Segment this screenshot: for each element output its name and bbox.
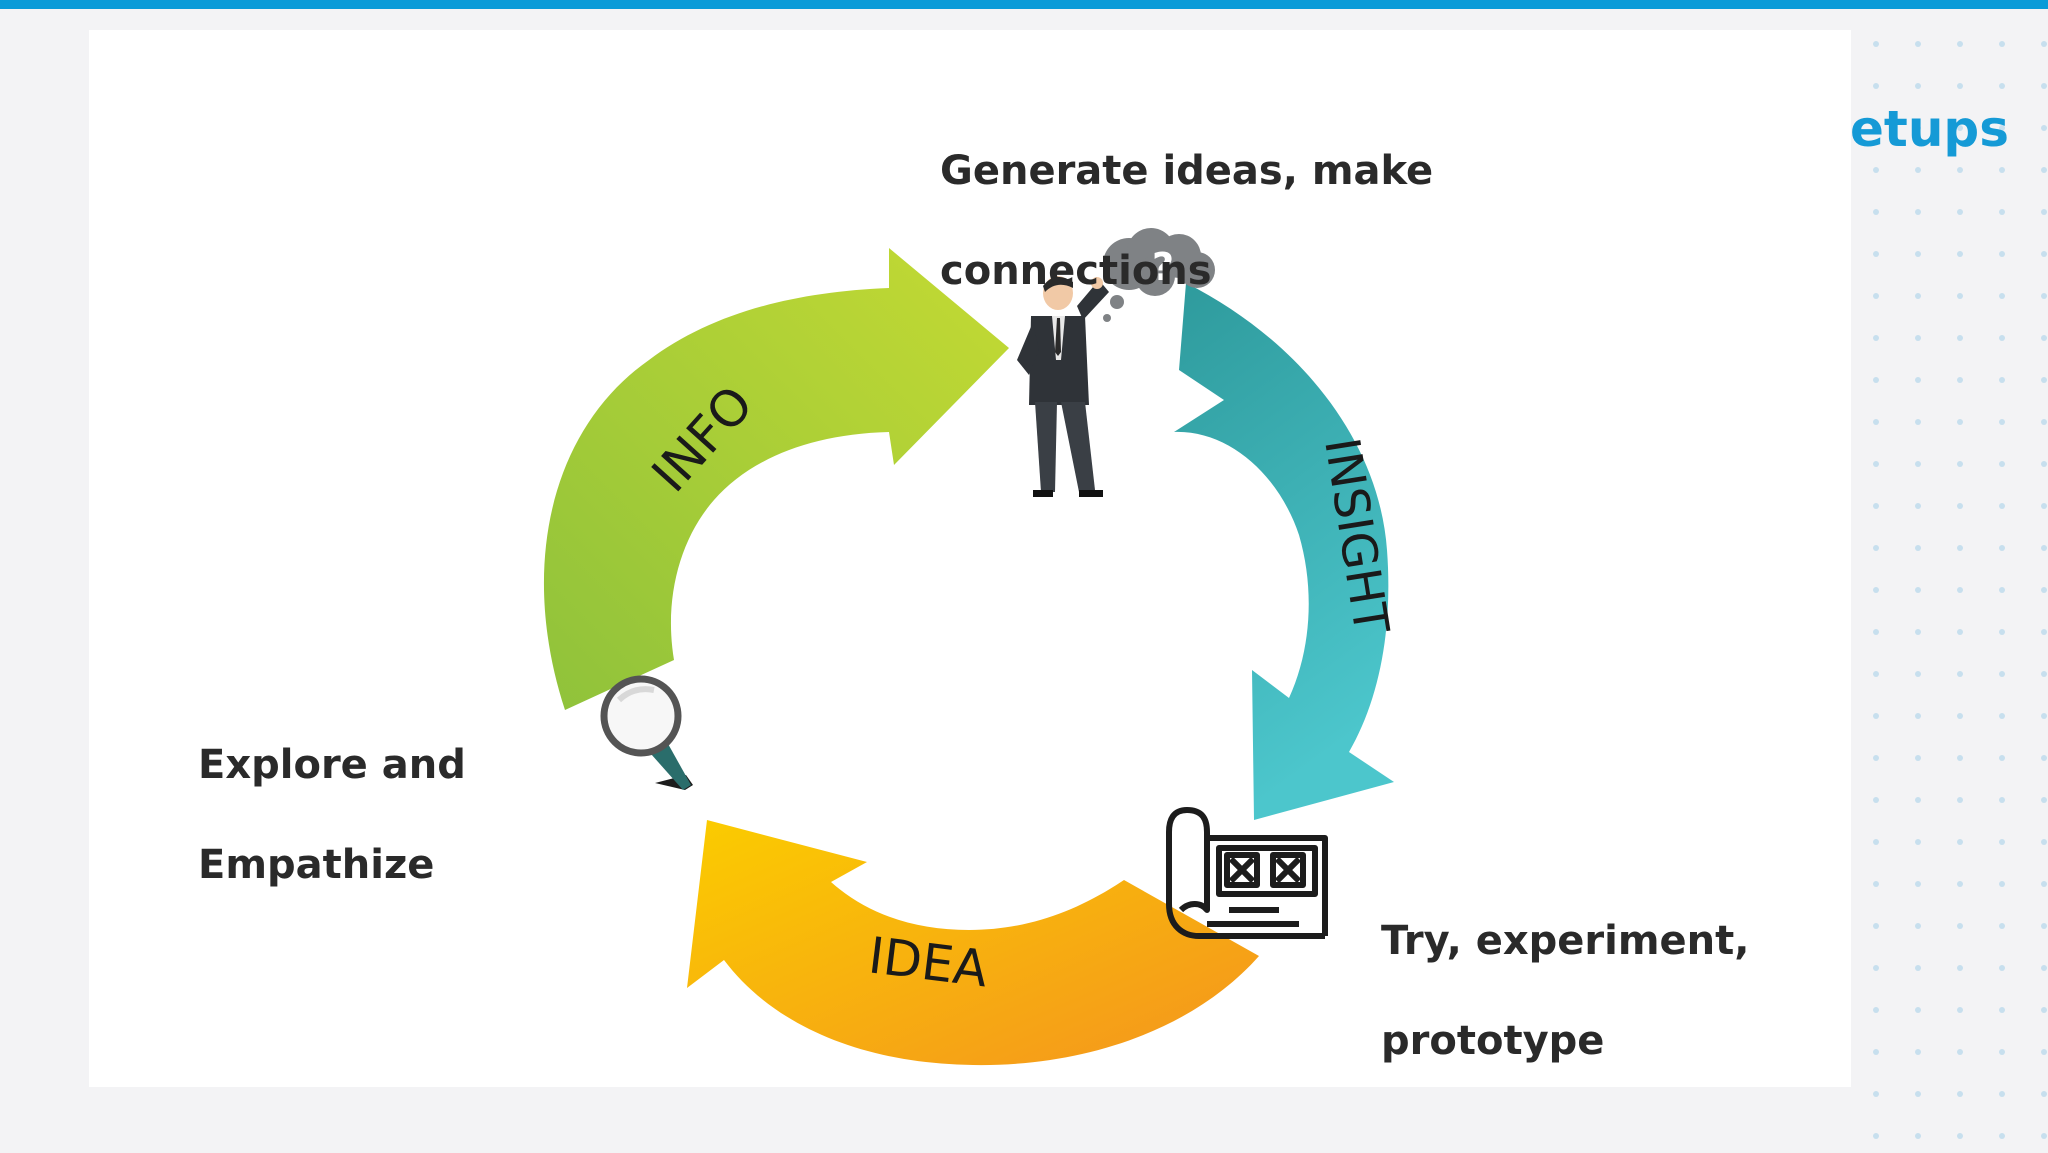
svg-text:?: ?: [1152, 245, 1174, 289]
info-arrow: [543, 248, 1009, 710]
idea-label: IDEA: [866, 926, 991, 998]
brand-logo-text: etups: [1850, 100, 2009, 158]
idea-arrow: [687, 820, 1259, 1066]
caption-try-experiment: Try, experiment, prototype: [1381, 918, 1750, 1064]
caption-generate-ideas: Generate ideas, make connections: [940, 148, 1434, 294]
cycle-diagram: INFO INSIGHT IDEA ?: [543, 228, 1399, 1066]
thinking-person-icon: [1017, 276, 1109, 497]
diagram-card: INFO INSIGHT IDEA ?: [89, 30, 1851, 1087]
magnifying-glass-icon: [600, 675, 693, 790]
dot-pattern: [1860, 30, 2048, 1153]
top-accent-bar: [0, 0, 2048, 9]
insight-arrow: [1174, 283, 1394, 820]
thought-bubble-icon: ?: [1103, 228, 1215, 322]
prototype-scroll-icon: [1166, 807, 1328, 939]
caption-explore-empathize: Explore and Empathize: [198, 742, 466, 888]
